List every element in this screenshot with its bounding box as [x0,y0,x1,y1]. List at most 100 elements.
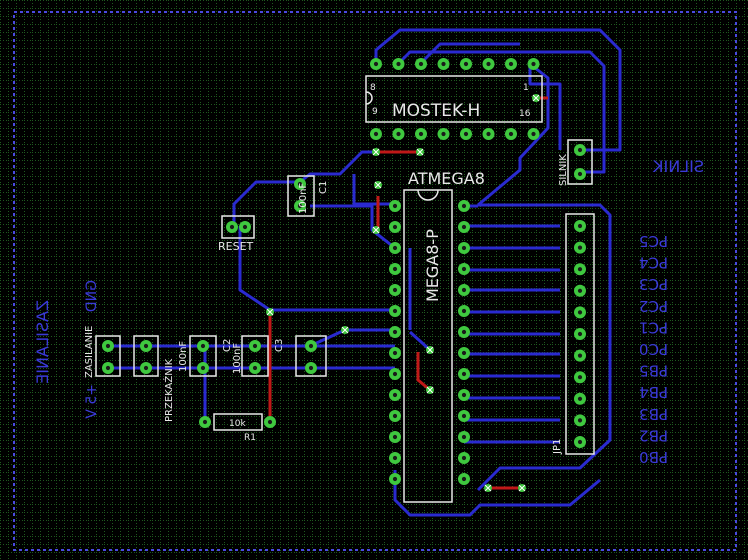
port-label: PB0 [639,448,668,466]
c3-outline [241,335,269,377]
mcu-pad [458,305,470,317]
mcu-pad [389,305,401,317]
mcu-pad [458,452,470,464]
zasilanie-pad [102,362,114,374]
silkscreen [95,75,595,503]
hbridge-pad [460,128,472,140]
zasilanie-bottom-label: ZASILANIE [33,300,52,384]
hbridge-pad [527,128,540,140]
hbridge-pad [505,58,517,70]
silnik-outline [567,139,593,185]
mcu-pad [458,284,470,296]
port-label: PB3 [639,405,668,423]
silnik-pad [574,168,586,180]
jp1-label: JP1 [552,439,563,455]
mcu-value: MEGA8-P [423,229,442,302]
mcu-pad [389,326,401,338]
mcu-pad [389,284,401,296]
mcu-pad [458,221,470,233]
hbridge-name: MOSTEK-H [392,101,480,121]
via [484,484,492,492]
jp1-pad [574,263,586,276]
port-label: PB4 [639,383,668,401]
r1-pad [264,416,276,428]
jp1-pad [574,371,586,384]
c3-pad [249,340,261,352]
gnd-bottom-label: GND [84,280,100,312]
hbridge-pad [505,128,517,140]
mcu-pad [458,263,470,275]
c4-pad [305,362,317,374]
mcu-pad [389,347,401,359]
mcu-pad [389,431,401,443]
via [341,326,349,334]
hbridge-pin9: 9 [372,107,378,117]
c3-value: 100nF [232,343,243,374]
via [416,148,424,156]
c1-value: 100nF [298,183,309,214]
c1-name: C1 [318,181,329,194]
port-label: PC2 [639,297,668,315]
mcu-pad [389,221,401,233]
hbridge-pad [482,58,495,70]
mcu-pad [389,452,401,464]
c1-pad [294,178,306,190]
mcu-pad [389,473,401,485]
c1-outline [287,175,315,217]
jp1-pad [574,241,586,254]
silnik-bottom-label: SILNIK [653,157,704,176]
zasilanie-label: ZASILANIE [84,326,95,378]
silnik-pad [574,144,586,156]
jp1-pad [574,414,586,427]
jp1-pad [574,306,586,319]
port-label: PC3 [639,275,668,293]
c2-pad [197,362,209,374]
hbridge-pad [437,58,450,70]
hbridge-pad [370,58,382,70]
reset-label: RESET [218,240,254,253]
hbridge-outline [365,75,543,123]
hbridge-pin1: 1 [523,83,529,93]
hbridge-pad [527,58,540,70]
jp1-pad [574,220,586,232]
hbridge-pad [370,128,382,140]
reset-pad [226,221,238,233]
mcu-pad [458,473,470,485]
przekaznik-outline [133,335,159,377]
mcu-pad [389,200,401,212]
c3-name: C3 [274,339,285,352]
mcu-notch [417,189,439,201]
hbridge-pin16: 16 [519,109,531,119]
hbridge-pad [392,128,405,140]
via [426,386,434,394]
mcu-pad [389,242,401,254]
hbridge-pad [437,128,450,140]
r1-outline [213,413,263,431]
mcu-pad [389,410,401,422]
c1-pad [294,200,306,212]
mcu-pad [389,368,401,380]
via [372,148,380,156]
silnik-label: SILNIK [558,154,569,186]
mcu-pad [458,368,470,380]
hbridge-pin8: 8 [370,83,376,93]
c3-pad [249,362,261,374]
mcu-pad [458,389,470,401]
jp1-pad [574,328,586,340]
c2-value: 100nF [178,341,189,372]
mcu-pad [458,347,470,359]
port-label: PC5 [639,232,668,250]
jp1-outline [565,213,595,455]
r1-pad [199,416,211,428]
port-label: PC1 [639,318,668,336]
pads [102,58,586,492]
hbridge-pad [392,58,405,70]
reset-pad [239,221,251,233]
c2-pad [197,340,209,352]
przekaznik-pad [140,362,152,374]
mcu-name: ATMEGA8 [408,169,485,188]
plus5v-bottom-label: +5 V [84,384,100,419]
